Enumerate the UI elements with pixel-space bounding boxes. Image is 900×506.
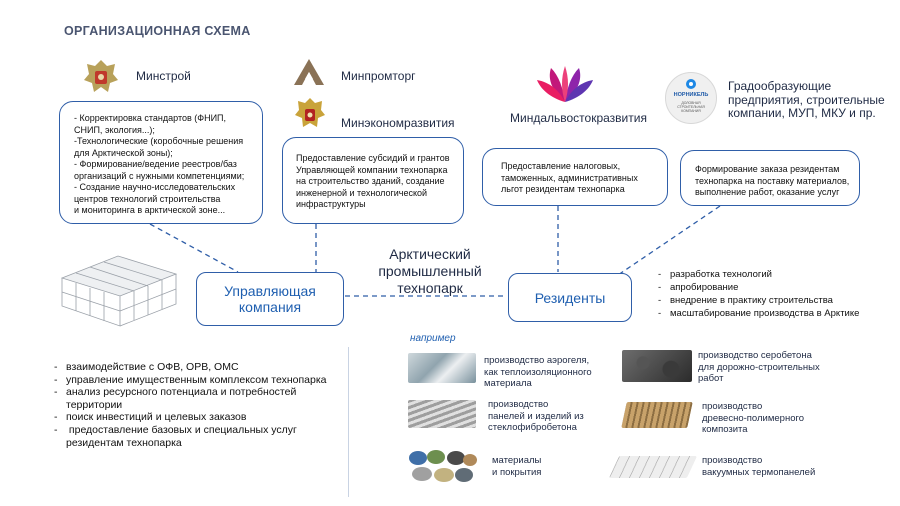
minek-functions-box: Предоставление субсидий и грантов Управл… [282,137,464,224]
org-minstroy: Минстрой [136,69,191,83]
product-label-line: работ [698,373,820,385]
list-item: управление имущественным комплексом техн… [54,374,344,387]
vacuum-panels-image [609,456,697,478]
box-line: организаций с нужными компетенциями; [74,171,252,183]
list-item: взаимодействие с ОФВ, ОРВ, ОМС [54,361,344,374]
nornickel-logo: НОРНИКЕЛЬ ДОЛОВНАЯ СТРОИТЕЛЬНАЯ КОМПАНИЯ [665,72,717,124]
product-label-line: производство [702,401,804,413]
box-line: -Технологические (коробочные решения [74,136,252,148]
box-line: Предоставление субсидий и грантов [296,153,453,165]
box-line: инфраструктуры [296,199,453,211]
fiberconcrete-panels-image [408,400,476,428]
org-gorod-line: компании, МУП, МКУ и пр. [728,107,885,121]
hub-label-line: компания [239,299,301,315]
list-item: разработка технологий [658,268,859,281]
box-line: Формирование заказа резидентам [695,164,851,176]
gorod-functions-box: Формирование заказа резидентам технопарк… [680,150,860,206]
technopark-title-line: промышленный [370,263,490,280]
technopark-title-line: Арктический [370,246,490,263]
org-mindal: Миндальвостокразвития [510,111,647,125]
hub-label: Резиденты [535,290,606,306]
technopark-title: Арктический промышленный технопарк [370,246,490,297]
box-line: на строительство зданий, создание [296,176,453,188]
product-label-line: производство серобетона [698,350,820,362]
box-line: - Корректировка стандартов (ФНИП, [74,113,252,125]
box-line: инженерной и технологической [296,188,453,200]
box-line: технопарка на поставку материалов, [695,176,851,188]
list-item: апробирование [658,281,859,294]
box-line: СНИП, экология...); [74,125,252,137]
wood-polymer-composite-image [621,402,693,428]
connector-gorod [618,206,720,275]
box-line: выполнение работ, оказание услуг [695,187,851,199]
product-label-line: древесно-полимерного [702,413,804,425]
product-coatings: материалы и покрытия [492,455,541,478]
product-label-line: вакуумных термопанелей [702,467,815,479]
list-item: анализ ресурсного потенциала и потребнос… [54,386,344,411]
org-gorod: Градообразующие предприятия, строительны… [728,80,885,121]
org-gorod-line: Градообразующие [728,80,885,94]
org-minpromtorg: Минпромторг [341,69,416,83]
product-label-line: производство аэрогеля, [484,355,592,367]
box-line: Предоставление налоговых, [501,161,657,173]
box-line: и мониторинга в арктической зоне... [74,205,252,217]
minstroy-emblem-icon [80,56,122,98]
product-vacuum-panels: производство вакуумных термопанелей [702,455,815,478]
box-line: для Арктической зоны); [74,148,252,160]
product-label-line: материала [484,378,592,390]
aerogel-image [408,353,476,383]
nornickel-logo-text: НОРНИКЕЛЬ [666,92,716,98]
minstroy-functions-box: - Корректировка стандартов (ФНИП, СНИП, … [59,101,263,224]
residents-tasks-list: разработка технологий апробирование внед… [658,268,859,320]
box-line: - Создание научно-исследовательских [74,182,252,194]
product-label-line: материалы [492,455,541,467]
product-sulfur-concrete: производство серобетона для дорожно-стро… [698,350,820,385]
sulfur-concrete-image [622,350,692,382]
box-line: Управляющей компании технопарка [296,165,453,177]
product-label-line: производство [702,455,815,467]
vertical-divider [348,347,349,497]
product-label-line: стеклофибробетона [488,422,584,434]
box-line: центров технологий строительства [74,194,252,206]
coatings-samples-image [406,448,478,484]
product-fiberconcrete: производство панелей и изделий из стекло… [488,399,584,434]
management-tasks-list: взаимодействие с ОФВ, ОРВ, ОМС управлени… [54,361,344,449]
nornickel-logo-subtext: ДОЛОВНАЯ СТРОИТЕЛЬНАЯ КОМПАНИЯ [671,101,711,114]
mindal-flower-logo-icon [533,62,597,106]
product-label-line: композита [702,424,804,436]
minpromtorg-logo-icon [292,57,326,87]
product-label-line: производство [488,399,584,411]
product-label-line: для дорожно-строительных [698,362,820,374]
org-gorod-line: предприятия, строительные [728,94,885,108]
residents-hub: Резиденты [508,273,632,322]
example-label: например [410,333,456,344]
hub-label-line: Управляющая [224,283,316,299]
product-label-line: как теплоизоляционного [484,367,592,379]
org-minekonom: Минэкономразвития [341,116,455,130]
mindal-functions-box: Предоставление налоговых, таможенных, ад… [482,148,668,206]
list-item: внедрение в практику строительства [658,294,859,307]
list-item: масштабирование производства в Арктике [658,307,859,320]
building-wireframe-illustration [58,248,180,330]
product-label-line: панелей и изделий из [488,411,584,423]
product-aerogel: производство аэрогеля, как теплоизоляцио… [484,355,592,390]
list-item: предоставление базовых и специальных усл… [54,424,344,449]
list-item: поиск инвестиций и целевых заказов [54,411,344,424]
box-line: - Формирование/ведение реестров/баз [74,159,252,171]
technopark-title-line: технопарк [370,280,490,297]
nornickel-mark-icon [685,78,697,90]
product-wood-polymer: производство древесно-полимерного композ… [702,401,804,436]
product-label-line: и покрытия [492,467,541,479]
minekonom-emblem-icon [294,96,326,134]
management-company-hub: Управляющая компания [196,272,344,326]
box-line: льгот резидентам технопарка [501,184,657,196]
box-line: таможенных, административных [501,173,657,185]
